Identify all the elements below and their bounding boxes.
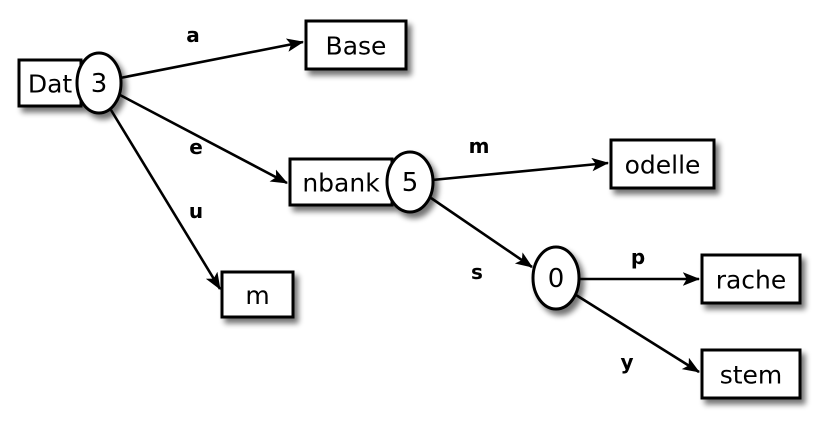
- edge-n0-to-n2: [119, 93, 288, 185]
- node-label: nbank: [302, 169, 380, 198]
- edge-label-m: m: [469, 134, 490, 158]
- node-label: Base: [326, 32, 387, 61]
- edge-n2-to-n4: [431, 157, 610, 182]
- node-nbank[interactable]: nbank 5: [288, 150, 435, 214]
- node-label: odelle: [625, 151, 701, 180]
- node-box: [609, 138, 716, 190]
- edge-n0-to-n3: [109, 109, 222, 290]
- node-state-label: 5: [402, 168, 419, 198]
- node-label: m: [245, 281, 269, 310]
- node-state-ellipse: [385, 150, 435, 214]
- node-0[interactable]: 0: [531, 245, 581, 311]
- edge-label-p: p: [631, 245, 645, 269]
- edge-label-y: y: [620, 350, 633, 374]
- node-Base[interactable]: Base: [304, 19, 408, 71]
- node-box: [220, 270, 295, 319]
- edge-label-u: u: [189, 199, 203, 223]
- node-label: stem: [720, 361, 783, 390]
- edge-n5-to-n7: [575, 293, 700, 374]
- node-state-ellipse: [531, 245, 581, 311]
- edge-labels-layer: a e u m s p y: [186, 23, 645, 374]
- node-box: [304, 19, 408, 71]
- node-label: Dat: [28, 70, 73, 99]
- edge-n2-to-n5: [430, 196, 533, 269]
- node-rache[interactable]: rache: [700, 253, 802, 305]
- edge-label-s: s: [471, 260, 483, 284]
- node-state-ellipse: [75, 51, 123, 115]
- nodes-layer: Dat 3 Base nbank 5 m odelle 0 rache stem: [17, 19, 802, 400]
- edges-layer: [109, 38, 701, 374]
- node-box: [700, 348, 802, 400]
- edge-n0-to-n1: [119, 38, 305, 80]
- node-m[interactable]: m: [220, 270, 295, 319]
- node-label: rache: [716, 266, 787, 295]
- node-odelle[interactable]: odelle: [609, 138, 716, 190]
- node-state-label: 0: [548, 264, 565, 294]
- node-box: [17, 58, 83, 108]
- node-Dat[interactable]: Dat 3: [17, 51, 123, 115]
- node-state-label: 3: [91, 69, 108, 99]
- node-box: [700, 253, 802, 305]
- node-box: [288, 157, 394, 207]
- edge-label-a: a: [186, 23, 200, 47]
- node-stem[interactable]: stem: [700, 348, 802, 400]
- edge-label-e: e: [189, 135, 203, 159]
